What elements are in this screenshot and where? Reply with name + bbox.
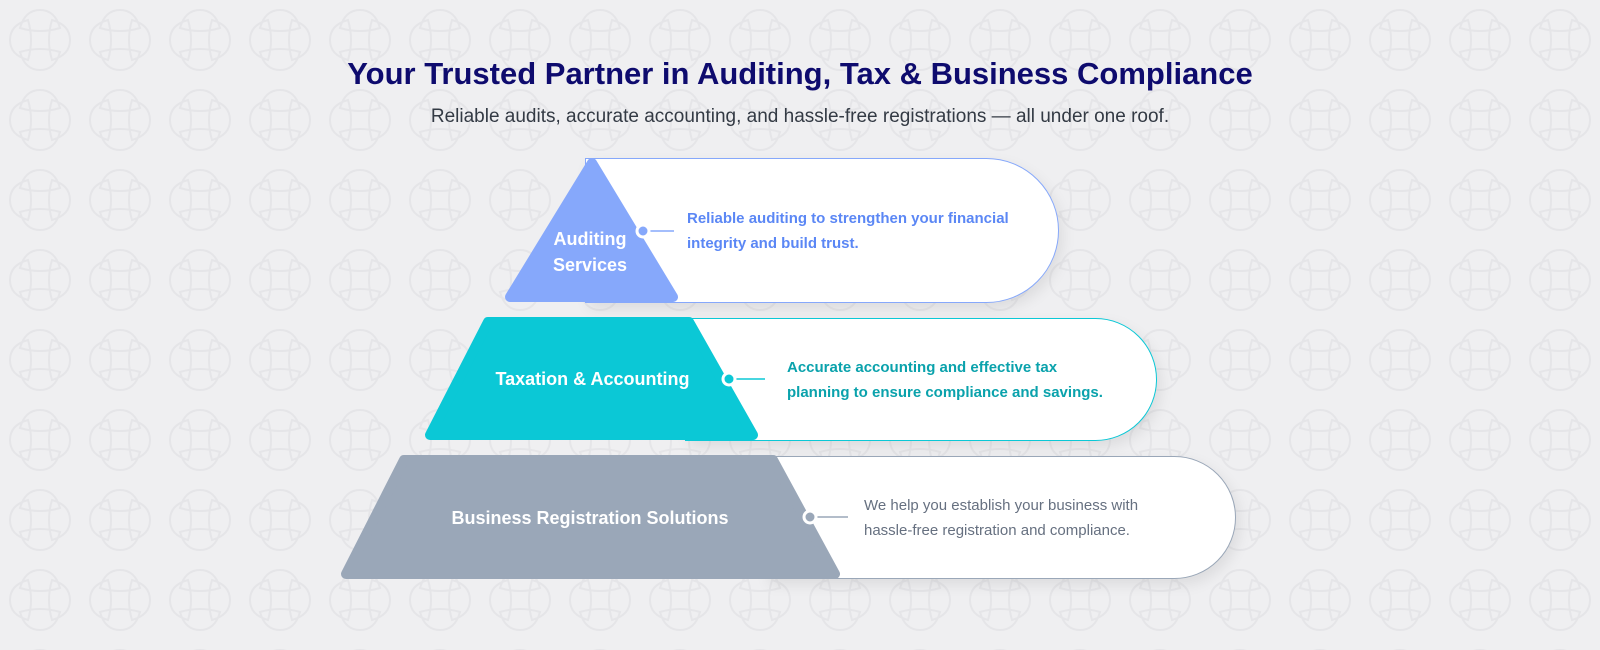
tier-registration-trapezoid bbox=[341, 455, 840, 579]
description-line: integrity and build trust. bbox=[687, 235, 859, 252]
tier-registration-description: We help you establish your business with… bbox=[864, 493, 1138, 543]
connector-dot bbox=[635, 223, 651, 239]
description-line: We help you establish your business with bbox=[864, 497, 1139, 514]
description-line: hassle-free registration and compliance. bbox=[864, 522, 1130, 539]
description-line: Reliable auditing to strengthen your fin… bbox=[687, 210, 1009, 227]
description-line: Accurate accounting and effective tax bbox=[787, 359, 1058, 376]
tier-auditing-label: Auditing Services bbox=[530, 226, 650, 278]
connector-dot bbox=[802, 509, 818, 525]
tier-taxation-description: Accurate accounting and effective tax pl… bbox=[787, 355, 1103, 405]
tier-auditing-description: Reliable auditing to strengthen your fin… bbox=[687, 206, 1009, 256]
tier-auditing-triangle bbox=[505, 158, 678, 302]
connector-dot bbox=[721, 371, 737, 387]
page-subtitle: Reliable audits, accurate accounting, an… bbox=[430, 106, 1170, 127]
label-line: Auditing bbox=[553, 229, 627, 249]
page-title: Your Trusted Partner in Auditing, Tax & … bbox=[347, 56, 1253, 91]
tier-taxation-trapezoid bbox=[425, 317, 758, 440]
tier-taxation-label: Taxation & Accounting bbox=[495, 369, 690, 389]
label-line: Services bbox=[552, 255, 628, 275]
description-line: planning to ensure compliance and saving… bbox=[787, 384, 1103, 401]
tier-registration-label: Business Registration Solutions bbox=[451, 508, 729, 528]
